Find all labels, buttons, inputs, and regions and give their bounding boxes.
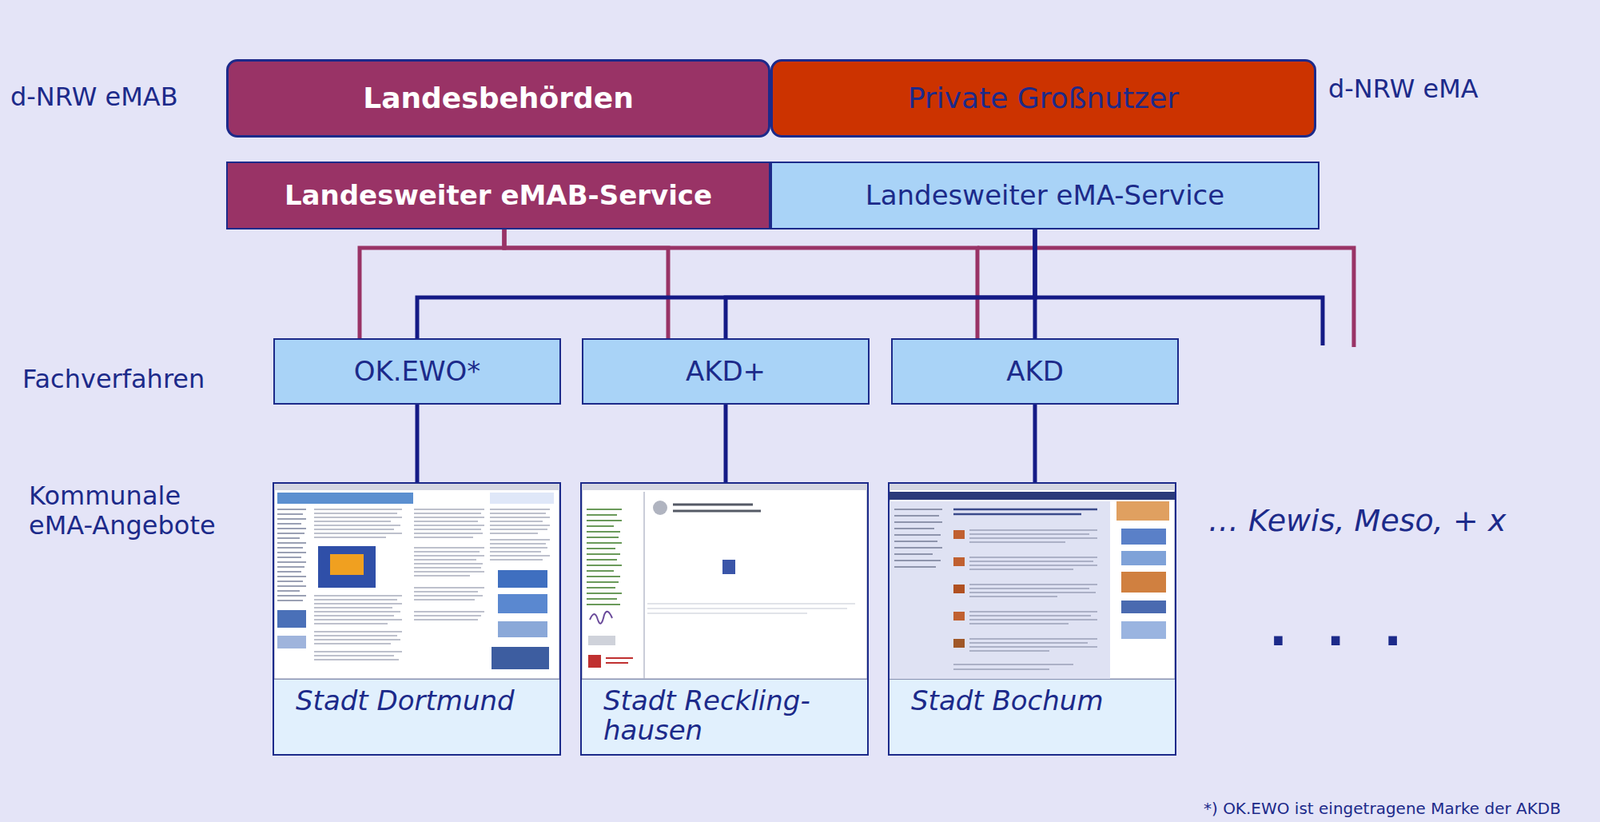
page-banner	[1116, 501, 1170, 521]
page-image	[1121, 571, 1167, 593]
page-title	[672, 504, 761, 511]
user-group-box: Private Großnutzer	[770, 59, 1317, 138]
page-image	[491, 646, 550, 669]
box-label: OK.EWO*	[354, 355, 482, 387]
signature-mark	[589, 611, 613, 624]
content-ground	[889, 501, 1111, 679]
connector-line	[504, 229, 669, 339]
box-label: Landesbehörden	[362, 81, 634, 115]
ellipsis-dots: . . .	[1269, 600, 1413, 657]
row-label: Kommunale eMA-Angebote	[28, 481, 245, 541]
connector-line	[417, 229, 1035, 339]
row-label: d-NRW eMAB	[10, 82, 179, 112]
page-image	[588, 654, 601, 668]
page-image	[588, 635, 616, 645]
row-label: Fachverfahren	[22, 363, 205, 395]
ellipsis-dots: . . .	[1269, 600, 1413, 657]
connector-line	[1032, 229, 1037, 339]
box-label: Private Großnutzer	[907, 81, 1179, 115]
box-label: AKD	[1006, 355, 1064, 387]
caption-panel: Stadt Dortmund	[274, 678, 560, 754]
service-box: Landesweiter eMA-Service	[770, 161, 1320, 230]
browser-bar	[889, 483, 1175, 490]
connector-line	[1033, 404, 1038, 482]
city-offer-box: Stadt Dortmund	[272, 481, 562, 756]
screenshot-frame	[889, 483, 1175, 679]
city-offer-box: Stadt Reckling- hausen	[580, 481, 869, 756]
page-image	[1121, 600, 1167, 613]
page-image	[318, 545, 376, 588]
city-name: Stadt Bochum	[911, 684, 1104, 717]
row-label: d-NRW eMA	[1328, 74, 1479, 104]
row-label: d-NRW eMAB	[10, 81, 179, 112]
page-header	[489, 492, 554, 504]
continuation-note: … Kewis, Meso, + x	[1208, 503, 1506, 539]
page-image	[722, 559, 736, 574]
city-offer-box: Stadt Bochum	[887, 481, 1177, 756]
row-label: Kommunale eMA-Angebote	[28, 481, 245, 541]
website-screenshot	[274, 483, 560, 679]
procedure-box: AKD	[891, 338, 1179, 405]
continuation-note: … Kewis, Meso, + x	[1208, 502, 1506, 538]
box-label: AKD+	[685, 355, 766, 387]
nav-lines	[277, 509, 307, 601]
website-screenshot	[889, 483, 1175, 679]
footnote: *) OK.EWO ist eingetragene Marke der AKD…	[1203, 798, 1561, 818]
box-label: Landesweiter eMAB-Service	[284, 179, 713, 211]
row-label: Fachverfahren	[22, 364, 205, 395]
nav-block	[277, 609, 307, 628]
connector-line	[359, 229, 505, 339]
procedure-box: OK.EWO*	[273, 338, 562, 405]
page-image	[953, 611, 965, 621]
page-image	[953, 638, 965, 648]
browser-bar	[581, 483, 868, 490]
user-group-box: Landesbehörden	[226, 59, 771, 138]
page-image	[953, 584, 965, 594]
page-image	[953, 557, 965, 566]
nav-lines	[586, 509, 622, 605]
page-image	[1121, 620, 1167, 639]
nav-block	[277, 635, 307, 649]
page-image	[497, 593, 548, 613]
service-box: Landesweiter eMAB-Service	[226, 161, 771, 230]
connector-line	[504, 229, 978, 339]
city-name: Stadt Dortmund	[295, 684, 515, 717]
text-lines	[314, 509, 550, 660]
screenshot-frame	[274, 483, 560, 679]
text-lines	[647, 603, 856, 613]
page-title	[953, 509, 1098, 514]
connector-line	[415, 404, 420, 482]
caption-panel: Stadt Reckling- hausen	[581, 678, 868, 754]
browser-bar	[274, 483, 560, 490]
screenshot-frame	[581, 483, 868, 679]
connector-line	[724, 404, 729, 482]
footnote: *) OK.EWO ist eingetragene Marke der AKD…	[1203, 799, 1561, 818]
text-lines	[953, 529, 1098, 669]
page-image	[953, 529, 965, 539]
page-image	[497, 569, 548, 588]
website-screenshot	[581, 483, 868, 679]
text-lines	[605, 657, 633, 663]
box-label: Landesweiter eMA-Service	[865, 179, 1225, 211]
procedure-box: AKD+	[581, 338, 870, 405]
page-header	[889, 491, 1175, 500]
page-image	[1121, 550, 1167, 566]
row-label: d-NRW eMA	[1328, 73, 1479, 104]
city-name: Stadt Reckling- hausen	[603, 684, 811, 746]
caption-panel: Stadt Bochum	[889, 678, 1175, 754]
city-logo	[652, 500, 668, 515]
page-image	[1121, 528, 1167, 545]
nav-lines	[894, 509, 943, 567]
column-rule	[643, 491, 645, 679]
page-image	[497, 620, 548, 637]
connector-line	[725, 229, 1035, 339]
page-image	[330, 553, 364, 575]
page-header	[277, 492, 414, 504]
